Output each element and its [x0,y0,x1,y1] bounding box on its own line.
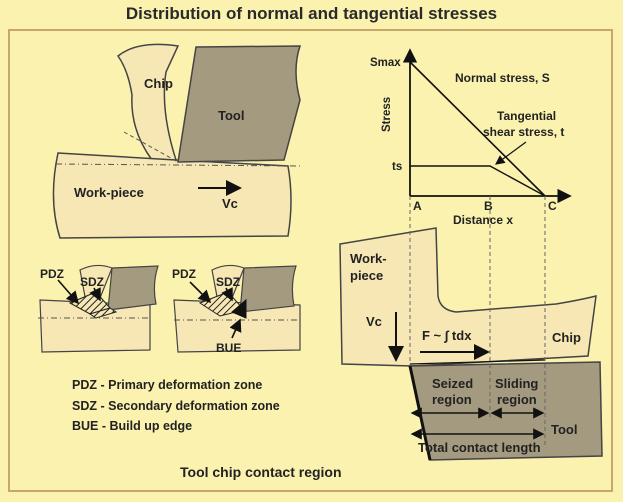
total-contact-label: Total contact length [418,440,541,455]
contact-chip-label: Chip [552,330,581,345]
point-a-label: A [413,199,422,213]
sdz-label-2: SDZ [216,275,240,289]
workpiece-label: Work-piece [74,185,144,200]
diagram-title: Distribution of normal and tangential st… [125,4,498,23]
legend-bue: BUE - Build up edge [72,419,193,433]
pdz-label-1: PDZ [40,267,64,281]
tangential-label-1: Tangential [497,109,556,123]
bue-diagram: PDZ SDZ BUE [172,264,301,355]
tool-label: Tool [218,108,244,123]
distance-axis-label: Distance x [453,213,513,227]
vc-label: Vc [222,196,238,211]
sdz-label-1: SDZ [80,275,104,289]
pdz-label-2: PDZ [172,267,196,281]
smax-label: Smax [370,57,401,69]
sliding-label-2: region [497,392,537,407]
contact-workpiece-label-1: Work- [350,251,387,266]
normal-stress-label: Normal stress, S [455,71,550,85]
tool-shape [177,45,302,163]
bue-label: BUE [216,341,241,355]
contact-workpiece-label-2: piece [350,268,383,283]
tangential-label-2: shear stress, t [483,125,564,139]
contact-vc-label: Vc [366,314,382,329]
pdz-sdz-diagram: PDZ SDZ [38,264,159,353]
seized-label-2: region [432,392,472,407]
stress-axis-label: Stress [381,97,393,132]
caption: Tool chip contact region [180,464,342,480]
force-label: F ~ ∫ tdx [422,328,472,343]
workpiece-shape [52,152,292,239]
chip-label: Chip [144,76,173,91]
point-c-label: C [548,199,557,213]
diagram-frame [8,29,613,492]
contact-tool-label: Tool [551,422,577,437]
sliding-label-1: Sliding [495,376,538,391]
chip-shape [116,43,180,161]
cutting-diagram: Chip Tool Work-piece Vc [52,43,302,239]
contact-diagram: Work- piece Vc F ~ ∫ tdx Chip Seized reg… [339,196,603,461]
legend-pdz: PDZ - Primary deformation zone [72,378,263,392]
seized-label-1: Seized [432,376,473,391]
legend-sdz: SDZ - Secondary deformation zone [72,399,280,413]
stress-graph: Smax ts Stress Normal stress, S Tangenti… [370,48,572,227]
ts-label: ts [392,161,402,173]
point-b-label: B [484,199,493,213]
